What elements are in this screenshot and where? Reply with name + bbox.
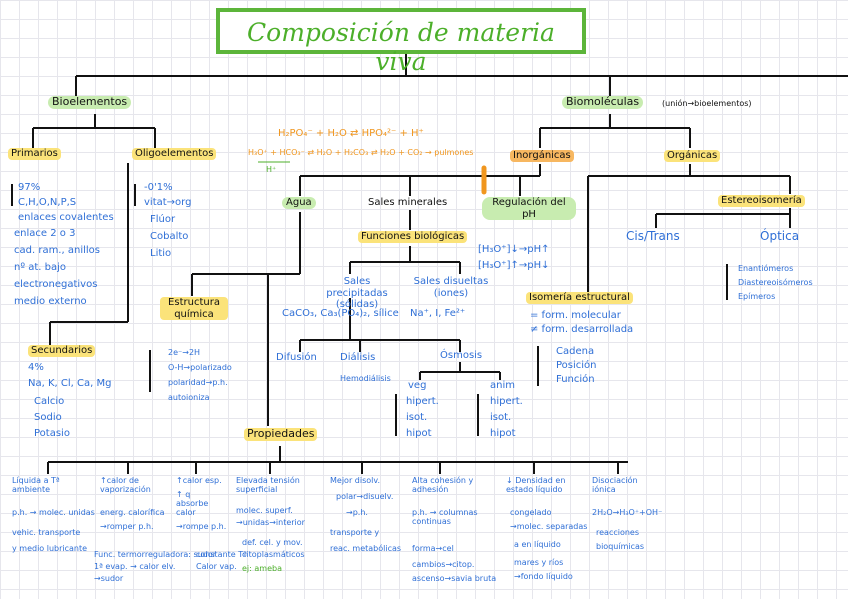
secundarios-item: Potasio: [34, 428, 70, 439]
osmosis-label: Ósmosis: [440, 350, 483, 361]
primarios-item: C,H,O,N,P,S: [18, 197, 77, 208]
propiedades-label: Propiedades: [244, 427, 318, 441]
isomeria-item: Cadena: [556, 346, 595, 357]
difusion-label: Difusión: [276, 352, 317, 363]
primarios-item: medio externo: [14, 296, 87, 307]
regulacion-line: [H₃O⁺]↑→pH↓: [478, 260, 550, 271]
secundarios-item: Na, K, Cl, Ca, Mg: [28, 378, 112, 389]
funciones-label: Funciones biológicas: [358, 231, 468, 243]
osmosis-veg: hipert.: [406, 396, 439, 407]
oligo-item: Flúor: [150, 214, 176, 225]
sales-disueltas: Sales disueltas (iones): [413, 276, 489, 299]
oligo-item: Litio: [150, 248, 172, 259]
osmosis-veg: hipot: [406, 428, 432, 439]
estereo-item: Epímeros: [738, 292, 776, 301]
oligo-item: Cobalto: [150, 231, 189, 242]
osmosis-anim: hipert.: [490, 396, 523, 407]
equation-phosphate: H₂PO₄⁻ + H₂O ⇄ HPO₄²⁻ + H⁺: [278, 128, 424, 139]
regulacion-line: [H₃O⁺]↓→pH↑: [478, 244, 550, 255]
isomeria-line: ≠ form. desarrollada: [530, 324, 634, 335]
primarios-item: 97%: [18, 182, 41, 193]
osmosis-anim: isot.: [490, 412, 512, 423]
regulacion-label: Regulación del pH: [482, 197, 576, 220]
dialisis-label: Diálisis: [340, 352, 376, 363]
estructura-item: 2e⁻→2H: [168, 348, 201, 357]
primarios-item: enlaces covalentes: [18, 212, 114, 223]
sales-label: Sales minerales: [368, 197, 448, 208]
primarios-label: Primarios: [8, 148, 61, 160]
osmosis-veg: veg: [408, 380, 427, 391]
osmosis-anim: anim: [490, 380, 515, 391]
biomoleculas-label: Biomoléculas: [562, 95, 644, 109]
inorganicas-label: Inorgánicas: [510, 150, 574, 162]
sales-precipitadas: Sales precipitadas (sólidas): [326, 276, 388, 310]
isomeria-item: Posición: [556, 360, 597, 371]
secundarios-item: Calcio: [34, 396, 65, 407]
agua-label: Agua: [282, 197, 316, 209]
osmosis-veg: isot.: [406, 412, 428, 423]
secundarios-label: Secundarios: [28, 345, 96, 357]
optica-label: Óptica: [760, 229, 800, 243]
hemodialisis-label: Hemodiálisis: [340, 374, 391, 383]
bioelementos-label: Bioelementos: [48, 95, 132, 109]
disueltas-ejemplo: Na⁺, I, Fe²⁺: [410, 308, 466, 319]
primarios-item: nº at. bajo: [14, 262, 67, 273]
secundarios-item: 4%: [28, 362, 44, 373]
isomeria-line: = form. molecular: [530, 310, 621, 321]
estereo-item: Enantiómeros: [738, 264, 794, 273]
precipitadas-ejemplo: CaCO₃, Ca₃(PO₄)₂, sílice: [282, 308, 399, 319]
estructura-item: autoioniza: [168, 393, 210, 402]
secundarios-item: Sodio: [34, 412, 62, 423]
primarios-item: electronegativos: [14, 279, 98, 290]
page-title: Composición de materia viva: [247, 18, 555, 76]
oligo-item: vitat→org: [144, 197, 192, 208]
isomeria-item: Función: [556, 374, 595, 385]
oligo-item: -0'1%: [144, 182, 173, 193]
equation-bicarbonate: H₃O⁺ + HCO₃⁻ ⇄ H₂O + H₂CO₃ ⇄ H₂O + CO₂ →…: [248, 148, 474, 157]
biomoleculas-note: (unión→bioelementos): [662, 99, 752, 108]
primarios-item: cad. ram., anillos: [14, 245, 100, 256]
osmosis-anim: hipot: [490, 428, 516, 439]
organicas-label: Orgánicas: [664, 150, 721, 162]
estereo-item: Diastereoisómeros: [738, 278, 813, 287]
estructura-label: Estructura química: [160, 297, 228, 320]
isomeria-label: Isomería estructural: [526, 292, 633, 304]
title-box: Composición de materia viva: [216, 8, 586, 76]
primarios-item: enlace 2 o 3: [14, 228, 76, 239]
estructura-item: O-H→polarizado: [168, 363, 232, 372]
equation-h-label: H⁺: [266, 165, 277, 174]
cis-trans-label: Cis/Trans: [626, 229, 680, 243]
estructura-item: polaridad→p.h.: [168, 378, 228, 387]
oligoelementos-label: Oligoelementos: [132, 148, 217, 160]
estereoisomeria-label: Estereoisomería: [718, 195, 805, 207]
